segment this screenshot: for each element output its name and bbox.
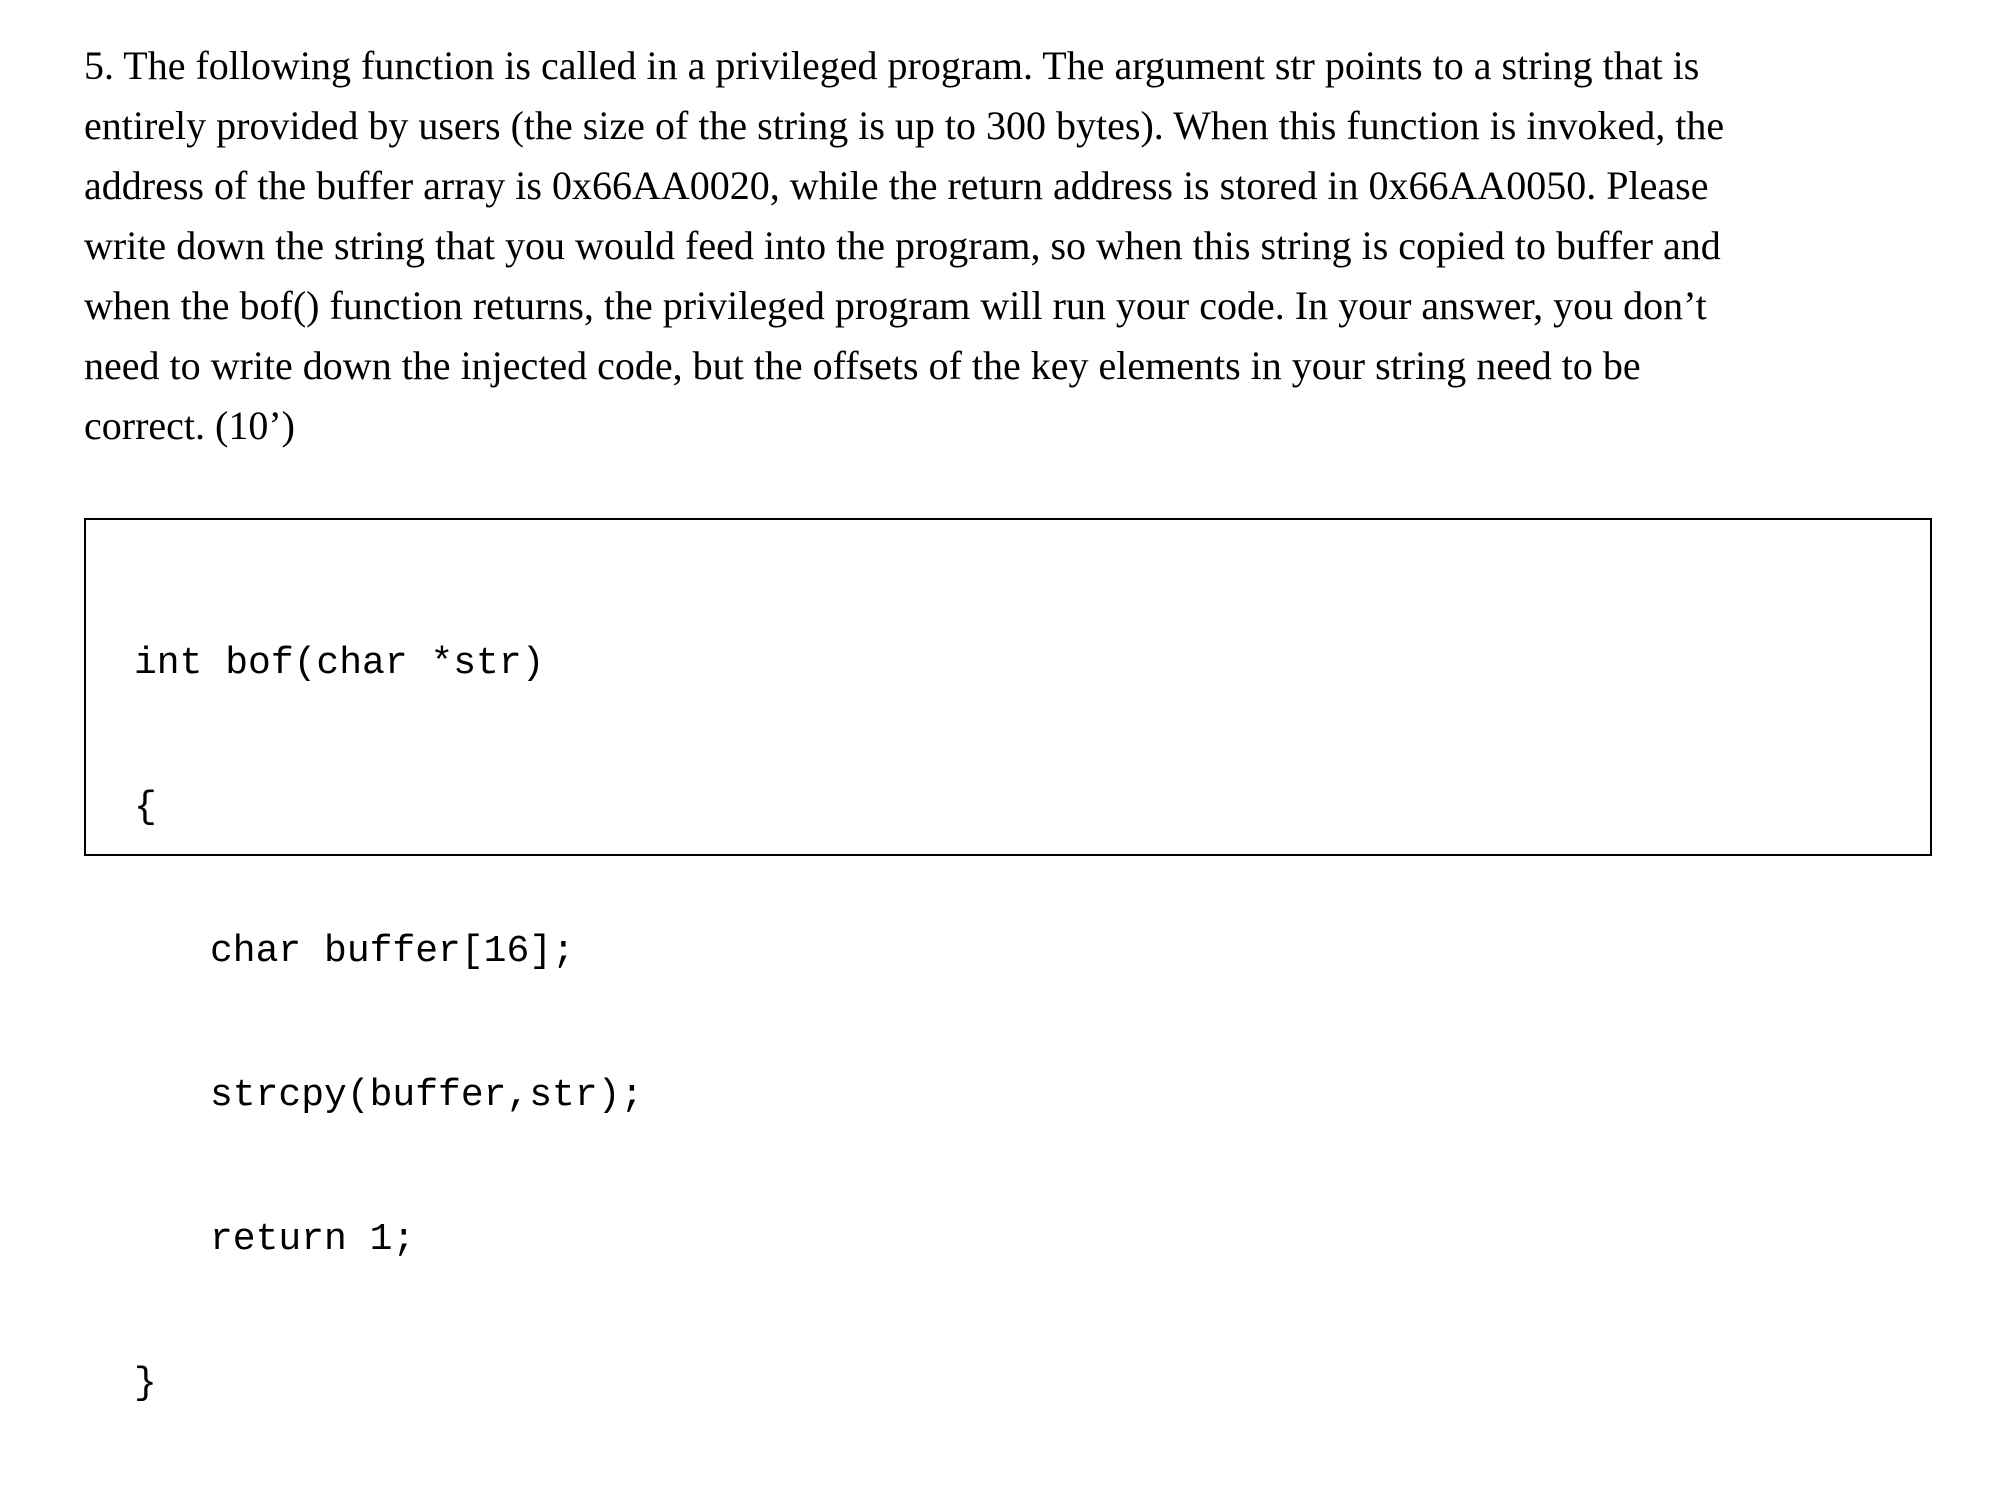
question-line: correct. (10’) (84, 403, 295, 448)
code-line: return 1; (210, 1218, 416, 1261)
code-line: char buffer[16]; (210, 930, 575, 973)
code-listing: int bof(char *str) { char buffer[16]; st… (134, 544, 643, 1504)
code-box: int bof(char *str) { char buffer[16]; st… (84, 518, 1932, 1405)
code-line: } (134, 1362, 157, 1405)
question-line: entirely provided by users (the size of … (84, 103, 1725, 148)
code-line: { (134, 786, 157, 829)
question-line: write down the string that you would fee… (84, 223, 1721, 268)
code-line: int bof(char *str) (134, 642, 545, 685)
question-line: address of the buffer array is 0x66AA002… (84, 163, 1709, 208)
code-line: strcpy(buffer,str); (210, 1074, 644, 1117)
question-line: 5. The following function is called in a… (84, 43, 1700, 88)
question-text: 5. The following function is called in a… (84, 36, 1964, 456)
question-line: when the bof() function returns, the pri… (84, 283, 1707, 328)
question-line: need to write down the injected code, bu… (84, 343, 1641, 388)
